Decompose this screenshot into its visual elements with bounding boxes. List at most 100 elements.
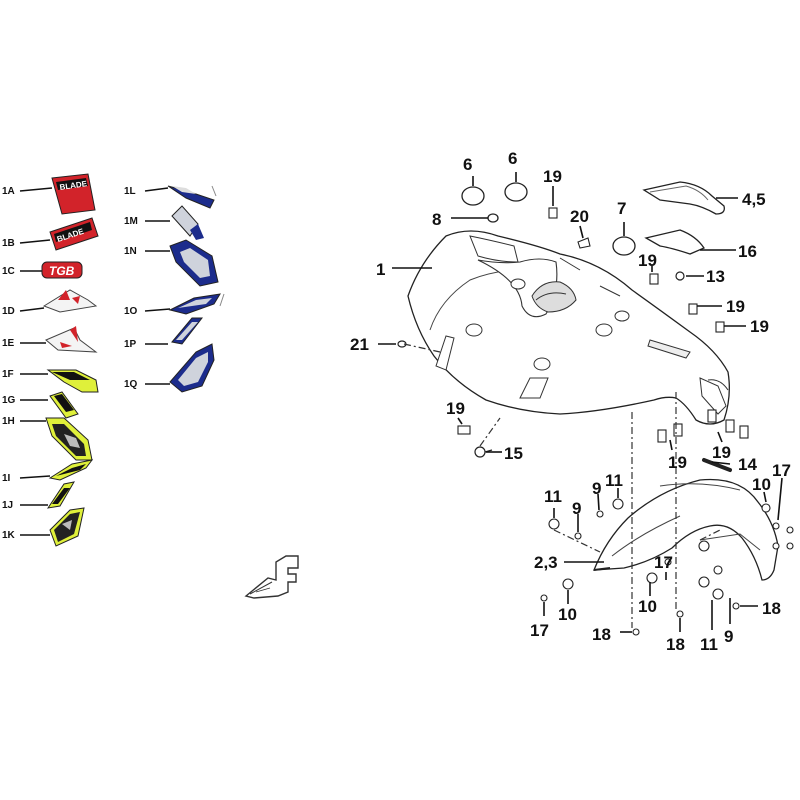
rubber-strip[interactable] [702,458,732,472]
decal-1n[interactable]: 1N [124,239,219,287]
washer-9[interactable] [596,510,604,518]
decal-1p[interactable]: 1P [124,317,204,350]
callout-19: 19 [712,443,731,462]
decal-label: 1Q [124,379,138,390]
callout-6: 6 [508,149,517,168]
callout-10: 10 [638,597,657,616]
clip-19[interactable] [673,423,683,437]
callout-19: 19 [726,297,745,316]
storage-lid[interactable] [642,181,725,215]
decal-1h[interactable]: 1H [2,416,93,461]
decal-label: 1B [2,238,15,249]
decal-1e[interactable]: 1E [2,326,98,353]
decal-1a[interactable]: 1A BLADE [2,173,96,215]
screw-18[interactable] [732,602,740,610]
clip-19[interactable] [457,425,471,435]
washer-10[interactable] [562,578,574,590]
callout-19: 19 [446,399,465,418]
nut-11[interactable] [612,498,624,510]
screw-18[interactable] [632,628,640,636]
callout-19: 19 [543,167,562,186]
plug-8[interactable] [487,213,499,223]
callout-18: 18 [592,625,611,644]
nut-11[interactable] [698,576,710,588]
decal-label: 1K [2,530,16,541]
leader-lines [378,172,783,633]
bolt-17[interactable] [540,594,548,602]
callout-19: 19 [750,317,769,336]
callout-19: 19 [638,251,657,270]
front-fender-body[interactable] [407,230,730,425]
cap-6-left[interactable] [461,186,485,206]
clip-19[interactable] [649,273,659,285]
decal-1j[interactable]: 1J [2,481,75,511]
lid-seal[interactable] [644,229,705,255]
decal-1d[interactable]: 1D [2,289,98,317]
bolt-17[interactable] [772,522,780,530]
decal-1l[interactable]: 1L [124,185,217,209]
washer-10[interactable] [646,572,658,584]
callout-13: 13 [706,267,725,286]
decal-label: 1N [124,246,137,257]
decal-label: 1M [124,216,138,227]
callout-21: 21 [350,335,369,354]
clip-19[interactable] [688,303,698,315]
callout-9: 9 [572,499,581,518]
decal-1k[interactable]: 1K [2,507,85,547]
callout-4-5: 4,5 [742,190,766,209]
clip-19[interactable] [548,207,558,219]
decal-label: 1I [2,473,11,484]
front-mudguard[interactable] [593,478,779,581]
bolt-17[interactable] [786,526,794,534]
decal-label: 1J [2,500,13,511]
callout-16: 16 [738,242,757,261]
clip-19[interactable] [657,429,667,443]
nut-11[interactable] [548,518,560,530]
nut-11[interactable] [712,588,724,600]
decal-1o[interactable]: 1O [124,293,225,317]
decal-label: 1C [2,266,15,277]
front-arrow-icon [244,555,299,599]
cap-6-right[interactable] [504,182,528,202]
callout-20: 20 [570,207,589,226]
nut-11[interactable] [698,540,710,552]
decal-1c[interactable]: 1C TGB [2,261,83,279]
callout-19: 19 [668,453,687,472]
bolt-17[interactable] [664,558,672,566]
bolt-17[interactable] [772,542,780,550]
decal-label: 1D [2,306,15,317]
decal-label: 1O [124,306,138,317]
washer-9[interactable] [713,565,723,575]
callout-14: 14 [738,455,757,474]
clip-19[interactable] [739,425,749,439]
decal-kit: 1A BLADE 1B BLADE 1C TGB 1D [2,173,225,547]
cap-7[interactable] [612,236,636,256]
decal-1i[interactable]: 1I [2,459,94,484]
decal-1g[interactable]: 1G [2,391,79,419]
callout-2-3: 2,3 [534,553,558,572]
screw-18[interactable] [676,610,684,618]
washer-9[interactable] [574,532,582,540]
washer-10[interactable] [761,503,771,513]
assembly-lines [403,343,721,628]
decal-1m[interactable]: 1M [124,205,204,240]
decal-label: 1A [2,186,15,197]
decal-1q[interactable]: 1Q [124,343,215,393]
bolt-17[interactable] [786,542,794,550]
callout-18: 18 [666,635,685,654]
callout-9: 9 [592,479,601,498]
callout-11: 11 [700,635,718,654]
clip-19[interactable] [725,419,735,433]
clip-19[interactable] [715,321,725,333]
decal-label: 1G [2,395,16,406]
clip-19[interactable] [707,409,717,423]
clip-20[interactable] [577,237,591,249]
decal-1b[interactable]: 1B BLADE [2,217,99,251]
decal-1f[interactable]: 1F [2,369,99,393]
nut-13[interactable] [675,271,685,281]
callout-17: 17 [772,461,791,480]
callout-10: 10 [558,605,577,624]
clip-group[interactable] [457,207,749,443]
callout-11: 11 [544,487,562,506]
